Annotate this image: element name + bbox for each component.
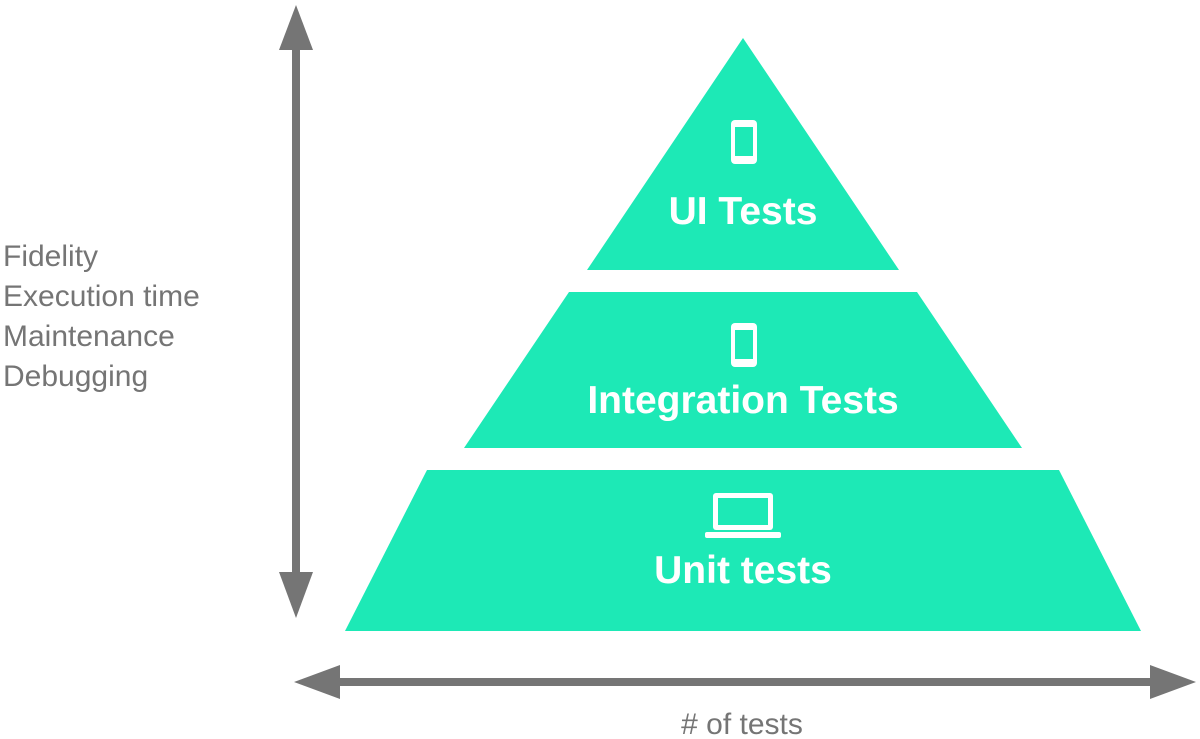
label-fidelity: Fidelity xyxy=(3,240,99,273)
vertical-axis-labels: Fidelity Execution time Maintenance Debu… xyxy=(3,237,200,397)
phone-icon xyxy=(731,120,757,164)
integration-tests-label: Integration Tests xyxy=(587,379,898,422)
laptop-icon xyxy=(705,493,781,538)
unit-tests-label: Unit tests xyxy=(654,549,832,592)
phone-icon xyxy=(731,323,757,367)
tier-integration-tests xyxy=(464,292,1022,448)
vertical-arrow xyxy=(279,5,313,618)
horizontal-axis-label: # of tests xyxy=(681,708,803,739)
tier-unit-tests xyxy=(345,470,1141,631)
horizontal-arrow xyxy=(294,665,1196,699)
ui-tests-label: UI Tests xyxy=(669,190,818,233)
label-maintenance: Maintenance xyxy=(3,320,175,353)
label-execution-time: Execution time xyxy=(3,280,200,313)
label-debugging: Debugging xyxy=(3,360,149,393)
